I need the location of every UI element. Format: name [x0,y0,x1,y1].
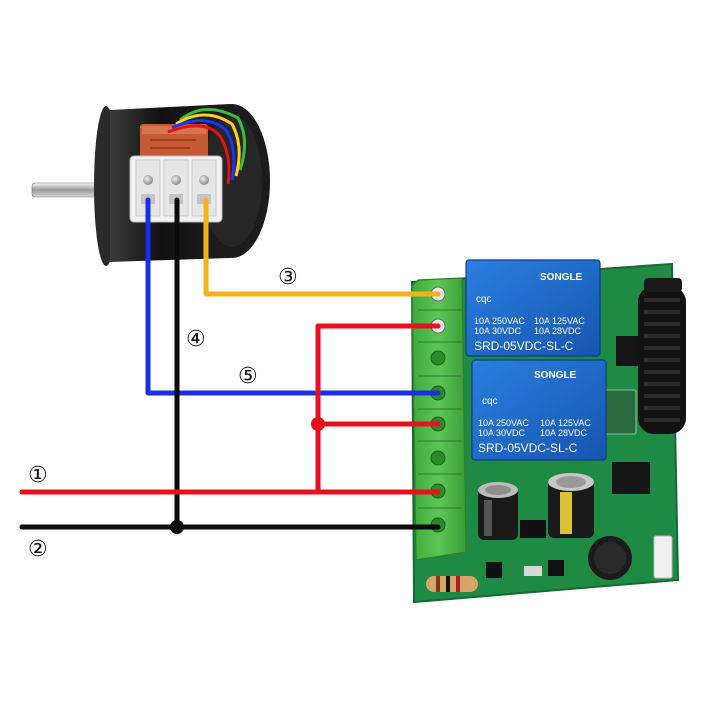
relay-1: SONGLE cqc 10A 250VAC 10A 125VAC 10A 30V… [465,259,601,357]
relay-1-brand: SONGLE [540,272,583,283]
wire-blue [145,197,441,396]
relay-2: SONGLE cqc 10A 250VAC 10A 125VAC 10A 30V… [471,359,607,461]
coil-antenna-icon [638,278,686,434]
relay-2-brand: SONGLE [534,370,577,381]
junction-dot-icon [311,417,325,431]
relay-1-rating-4: 10A 28VDC [534,326,582,336]
junction-dot-icon [170,520,184,534]
screw-terminal-icon [171,175,181,185]
wire-red-riser [315,323,441,495]
relay-2-model: SRD-05VDC-SL-C [478,441,578,455]
label-wire-3: ③ [278,265,298,290]
relay-2-rating-1: 10A 250VAC [478,418,529,428]
relay-2-rating-2: 10A 125VAC [540,418,591,428]
screw-terminal-icon [199,175,209,185]
label-wire-5: ⑤ [238,364,258,389]
relay-2-rating-3: 10A 30VDC [478,428,526,438]
relay-2-rating-4: 10A 28VDC [540,428,588,438]
label-wire-1: ① [28,463,48,488]
resistor [426,576,478,592]
relay-board: SONGLE cqc 10A 250VAC 10A 125VAC 10A 30V… [410,259,686,604]
screw-terminal-icon [430,350,446,366]
wires [19,197,441,530]
capacitor-right [548,473,594,538]
terminal-block [411,277,467,561]
relay-1-approval: cqc [476,294,492,305]
motor [31,104,270,266]
label-wire-4: ④ [186,327,206,352]
capacitor-left [478,482,518,540]
relay-1-rating-1: 10A 250VAC [474,316,525,326]
relay-1-model: SRD-05VDC-SL-C [474,339,574,353]
relay-1-rating-2: 10A 125VAC [534,316,585,326]
screw-terminal-icon [430,450,446,466]
relay-1-rating-3: 10A 30VDC [474,326,522,336]
label-wire-2: ② [28,537,48,562]
screw-terminal-icon [143,175,153,185]
wire-yellow [203,197,441,297]
relay-2-approval: cqc [482,396,498,407]
